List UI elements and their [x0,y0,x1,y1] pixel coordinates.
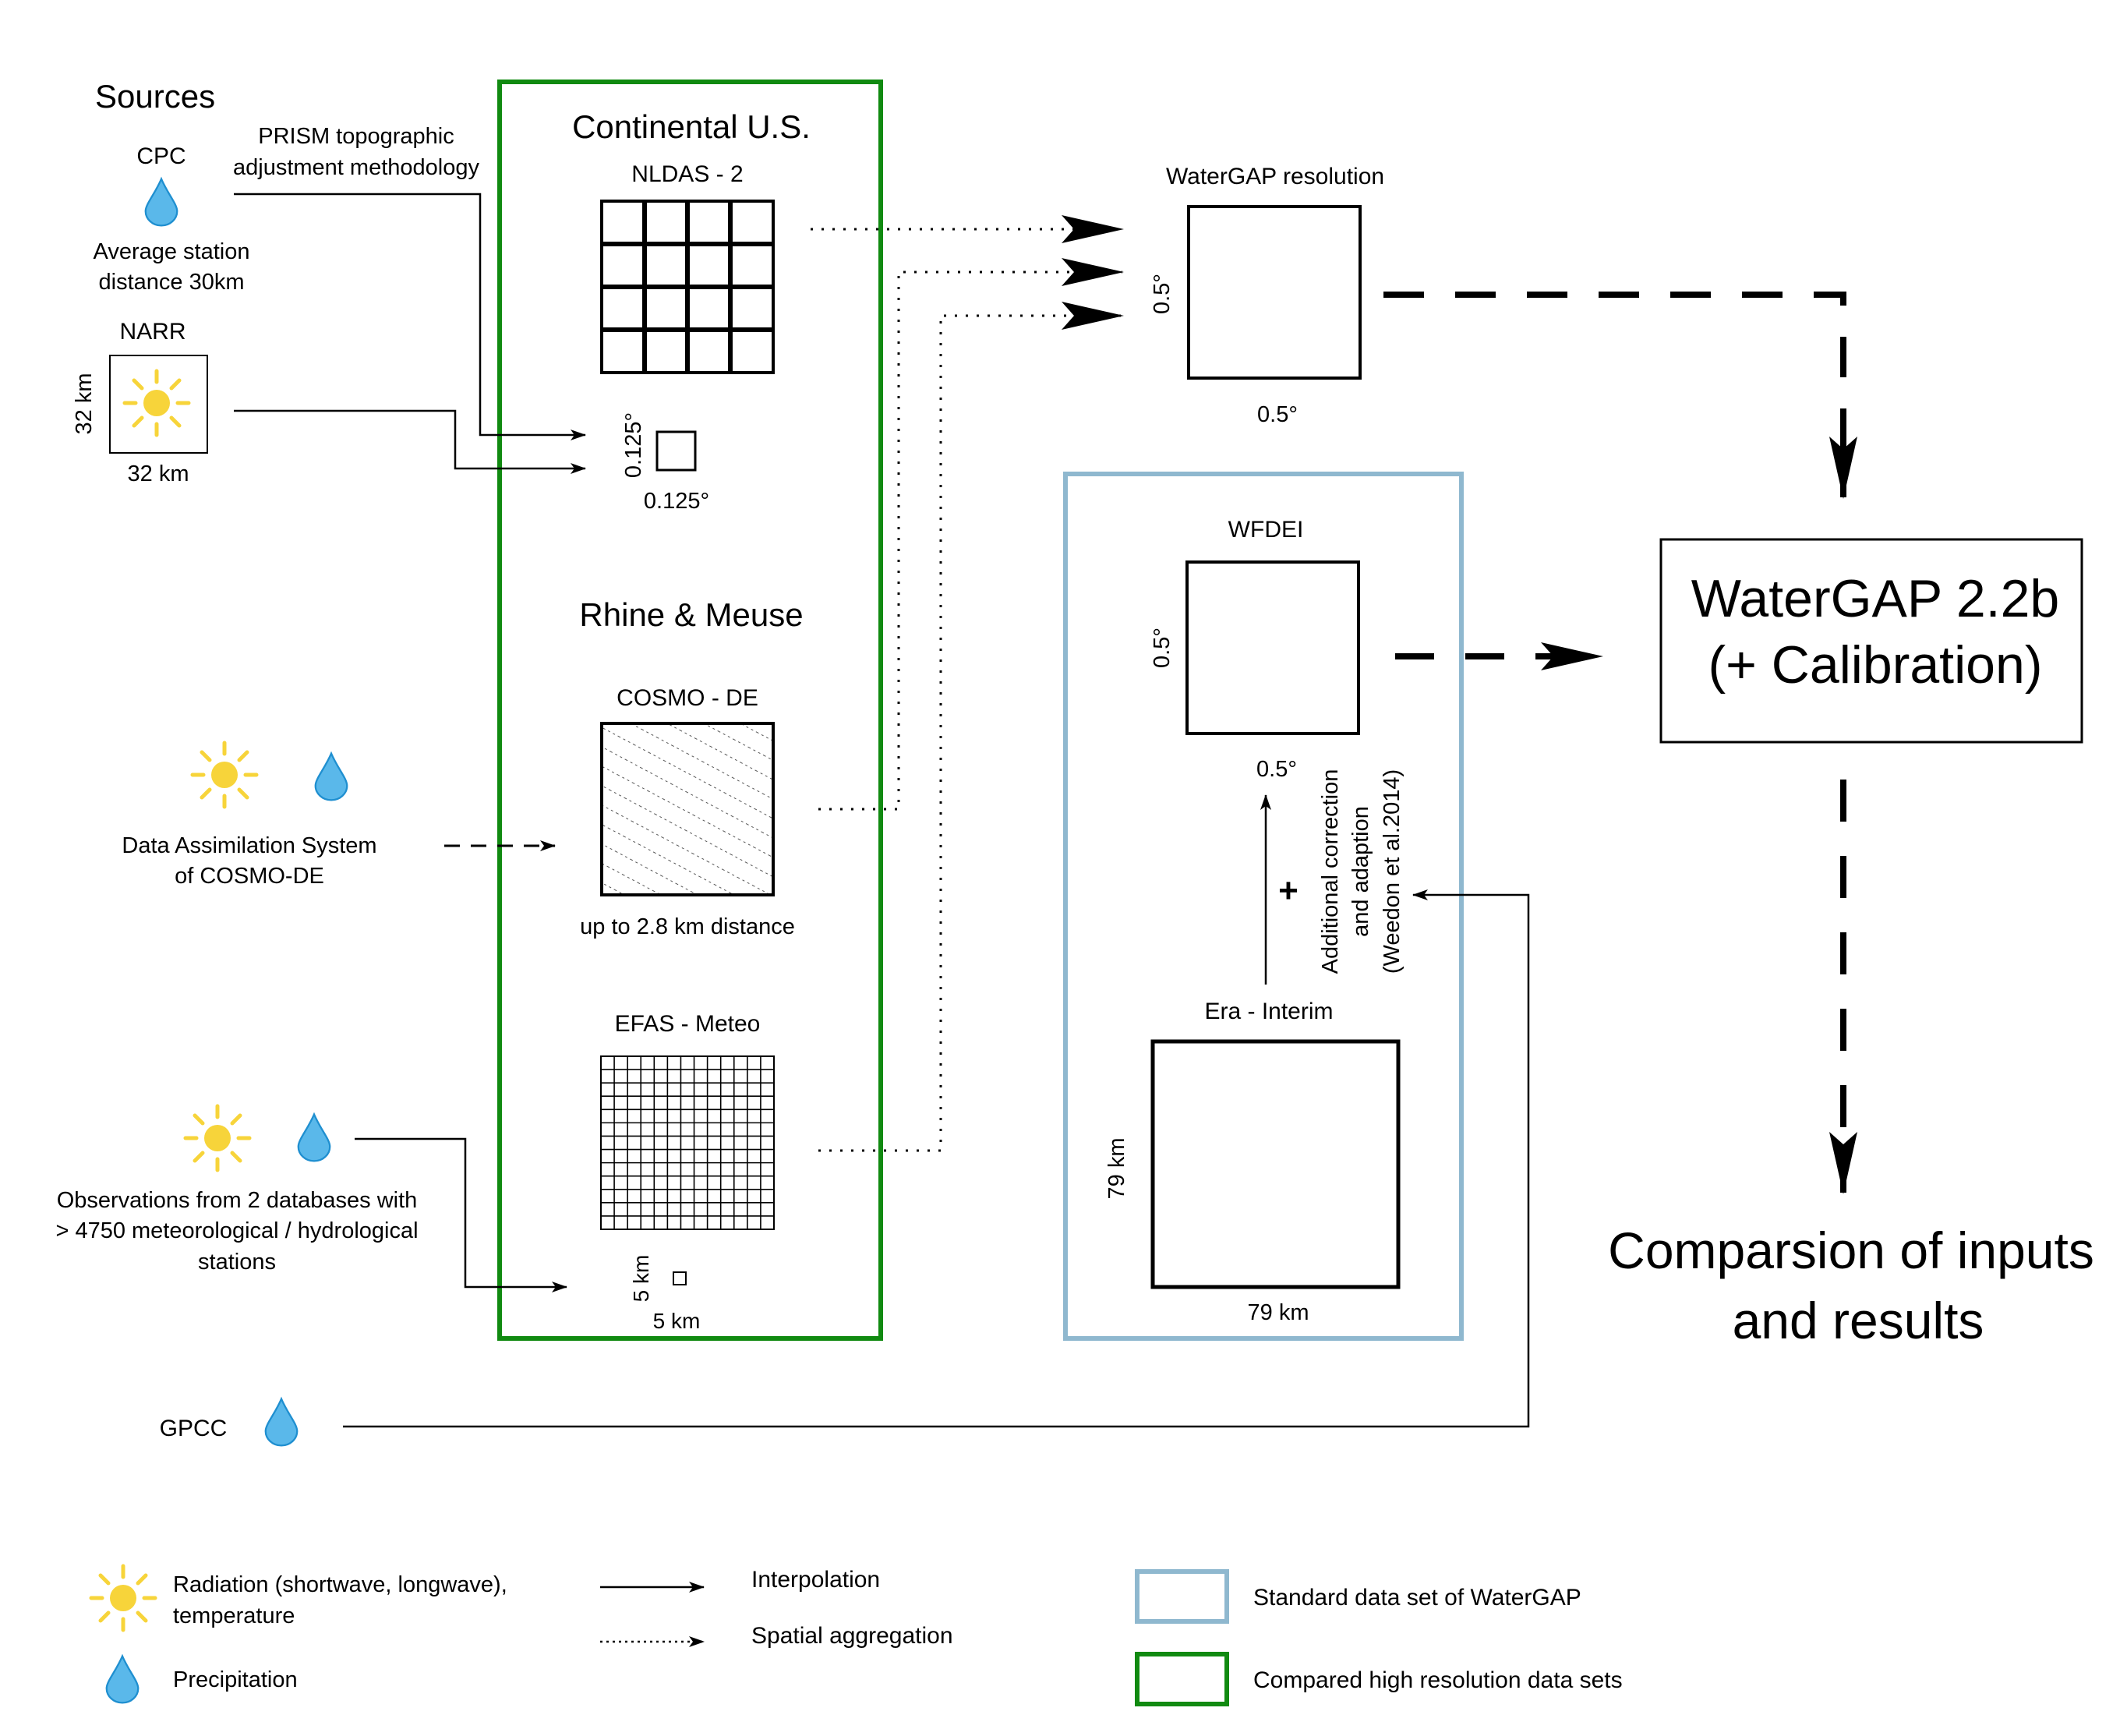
watergap-res-title: WaterGAP resolution [1166,164,1384,189]
era-res-y: 79 km [1104,1138,1129,1200]
wfdei-res-x: 0.5° [1256,757,1297,782]
cosmo-label: COSMO - DE [617,685,758,711]
era-res-x: 79 km [1248,1300,1309,1325]
gpcc-drop-icon [264,1398,299,1447]
das-sun-icon [193,743,256,807]
obs-drop-icon [297,1113,331,1162]
nldas-label: NLDAS - 2 [631,161,743,187]
cpc-label: CPC [136,143,186,169]
legend-sun-icon [91,1566,155,1630]
high-res-box [497,80,883,1341]
efas-cell [673,1271,687,1285]
prism-line2: adjustment methodology [233,155,479,180]
narr-grid-cell [109,355,208,454]
wfdei-res-y: 0.5° [1150,628,1175,668]
rm-title: Rhine & Meuse [579,596,803,633]
sources-heading: Sources [95,78,215,115]
cpc-note-line2: distance 30km [99,270,245,295]
cosmo-aggregation-arrow [818,258,1124,811]
era-label: Era - Interim [1204,999,1333,1024]
wfdei-cell [1185,560,1360,735]
cosmo-grid [600,722,775,896]
obs-line3: stations [198,1250,276,1275]
obs-line2: > 4750 meteorological / hydrological [55,1218,418,1243]
efas-label: EFAS - Meteo [615,1011,761,1037]
efas-res-y: 5 km [629,1255,653,1303]
obs-interpolation-arrow [355,1137,567,1292]
das-line1: Data Assimilation System [122,833,376,858]
legend-precipitation: Precipitation [173,1667,298,1692]
legend-standard-swatch [1135,1569,1229,1624]
narr-size-x: 32 km [128,461,189,486]
legend-compared-swatch [1135,1652,1229,1706]
model-box [1659,538,2083,744]
efas-res-x: 5 km [653,1309,701,1333]
efas-aggregation-arrow [818,302,1124,1152]
wfdei-label: WFDEI [1228,517,1304,543]
narr-size-y: 32 km [72,373,97,435]
correction-line1: Additional correction [1318,769,1343,974]
das-drop-icon [314,752,348,801]
model-line1: WaterGAP 2.2b [1691,569,2059,628]
correction-line2: and adaption [1348,806,1373,937]
prism-line1: PRISM topographic [258,124,454,149]
das-line2: of COSMO-DE [175,864,324,889]
gpcc-label: GPCC [160,1416,228,1441]
watergap-res-cell [1187,205,1362,380]
efas-grid [600,1055,775,1230]
result-line2: and results [1733,1292,1984,1349]
watergap-res-to-model-arrow [1383,292,1857,499]
cpc-drop-icon [144,178,178,227]
legend-radiation-line1: Radiation (shortwave, longwave), [173,1572,507,1597]
model-line2: (+ Calibration) [1708,635,2043,695]
cpc-interpolation-arrow [234,193,586,440]
era-cell [1150,1039,1401,1289]
nldas-res-y: 0.125° [621,412,646,478]
efas-grid-outline [600,1055,775,1230]
narr-interpolation-arrow [234,409,586,474]
legend-radiation-line2: temperature [173,1603,295,1628]
standard-box [1063,472,1464,1341]
nldas-cell [655,430,697,472]
watergap-res-y: 0.5° [1150,274,1175,314]
gpcc-arrow [343,889,1530,1428]
obs-sun-icon [186,1106,249,1170]
legend-aggregation: Spatial aggregation [751,1623,953,1649]
correction-line3: (Weedon et al.2014) [1380,769,1404,974]
nldas-res-x: 0.125° [644,489,709,514]
cosmo-note: up to 2.8 km distance [580,914,795,939]
narr-sun-icon [125,371,189,435]
legend-compared: Compared high resolution data sets [1253,1667,1623,1693]
legend-interpolation: Interpolation [751,1567,880,1593]
cpc-note-line1: Average station [94,239,250,264]
legend-standard: Standard data set of WaterGAP [1253,1585,1581,1610]
plus-sign: + [1278,872,1298,910]
legend-drop-icon [105,1655,140,1704]
nldas-grid [600,200,775,374]
obs-line1: Observations from 2 databases with [57,1188,418,1213]
result-line1: Comparsion of inputs [1608,1222,2094,1279]
us-title: Continental U.S. [572,108,811,145]
narr-label: NARR [119,319,186,345]
watergap-res-x: 0.5° [1257,402,1298,427]
